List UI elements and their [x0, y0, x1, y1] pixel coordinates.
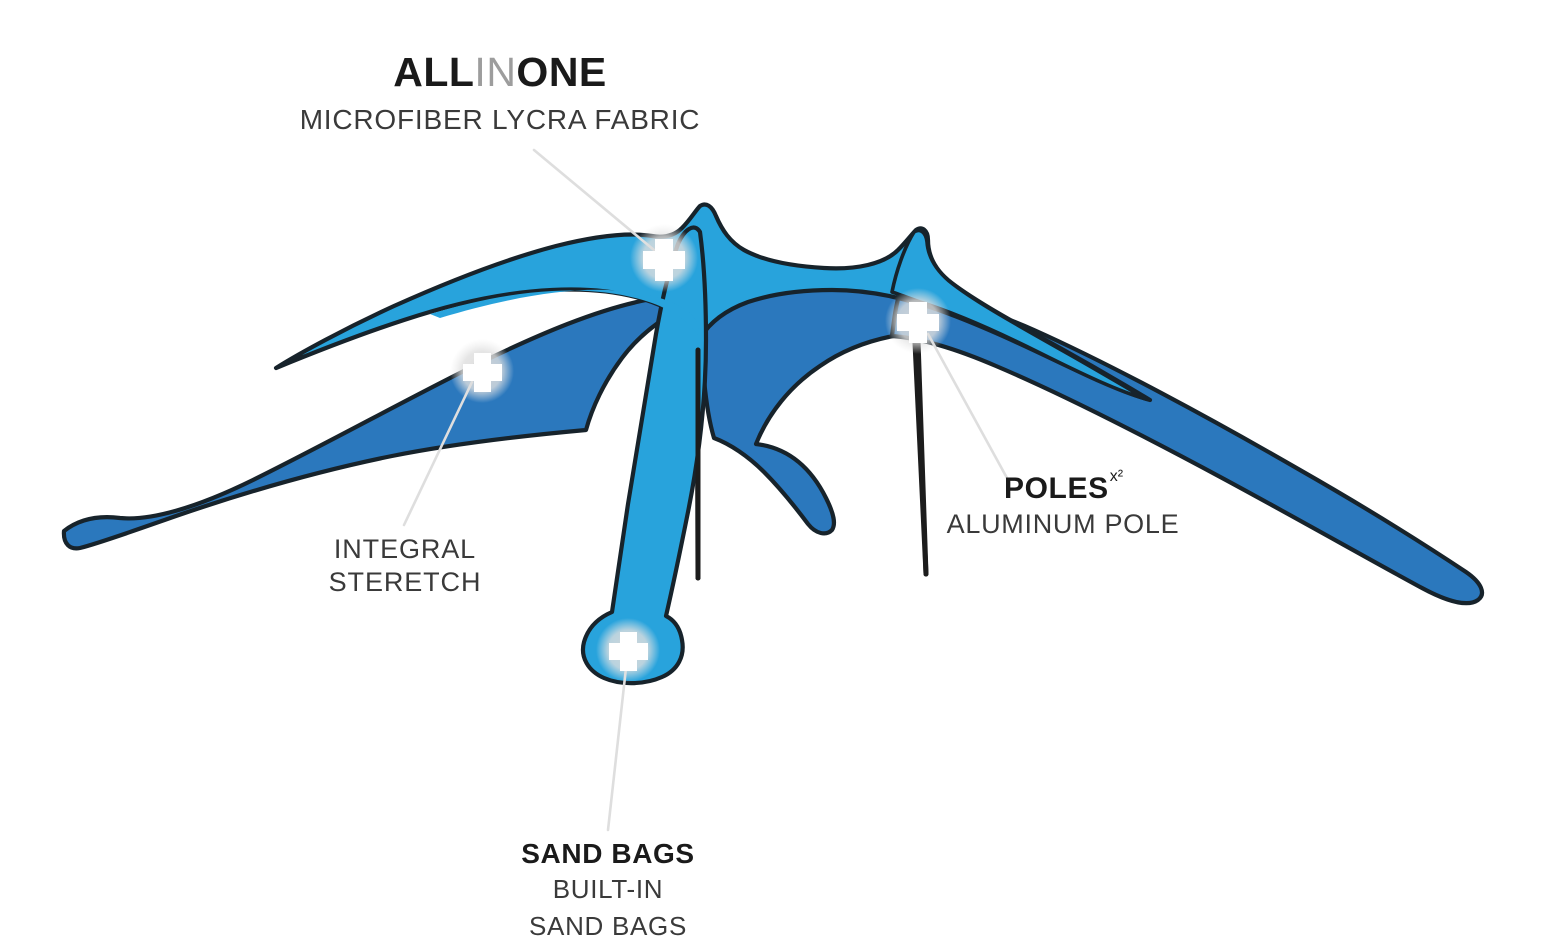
sandbags-leader-line [606, 666, 628, 832]
sandbags-heading: SAND BAGS [521, 838, 695, 869]
callout-sand-bags: SAND BAGS BUILT-IN SAND BAGS [483, 838, 733, 943]
canopy-left-wing-dark [61, 291, 703, 551]
integral-marker[interactable] [450, 339, 514, 403]
canopy-right-sliver-light [890, 228, 1148, 401]
title-part-in: IN [474, 49, 517, 95]
sandbags-marker[interactable] [596, 618, 660, 682]
sandbags-line-1: BUILT-IN [552, 874, 664, 905]
sandbag-leg-light [580, 225, 709, 686]
canopy-right-wing-dark [889, 289, 1485, 606]
canopy-center-rear-panel [697, 278, 909, 536]
plus-markers-group [450, 224, 951, 682]
title-part-all: ALL [393, 49, 475, 95]
integral-leader-line [402, 380, 474, 527]
plus-icon [609, 632, 648, 671]
poles-foreground [695, 337, 929, 581]
callout-fabric: ALLINONE MICROFIBER LYCRA FABRIC [180, 52, 820, 136]
right-pole [909, 277, 929, 577]
fabric-subtitle: MICROFIBER LYCRA FABRIC [299, 104, 701, 135]
title-part-one: ONE [516, 49, 607, 95]
callout-poles: POLESx² ALUMINUM POLE [943, 468, 1183, 539]
sandbags-line-2: SAND BAGS [528, 911, 687, 942]
poles-superscript: x² [1109, 468, 1124, 485]
right-pole-fore [915, 337, 929, 577]
poles-heading-text: POLES [1003, 472, 1109, 505]
integral-line-2: STERETCH [328, 567, 482, 598]
fabric-leader-line [532, 148, 656, 252]
poles-subtitle: ALUMINUM POLE [946, 508, 1180, 539]
poles-marker[interactable] [885, 288, 951, 354]
aluminum-poles-group [694, 265, 929, 581]
canopy-front-light [273, 202, 1153, 403]
plus-icon [897, 302, 939, 343]
plus-icon [463, 353, 502, 392]
canopy-left-lobe-accent [430, 289, 700, 338]
callout-integral-stretch: INTEGRAL STERETCH [275, 533, 535, 599]
leader-lines-group [402, 148, 1009, 832]
page-title: ALLINONE [180, 52, 820, 93]
integral-line-1: INTEGRAL [333, 534, 477, 564]
poles-heading: POLESx² [1003, 468, 1123, 506]
fabric-marker[interactable] [630, 224, 698, 292]
poles-leader-line [926, 332, 1009, 480]
plus-icon [643, 239, 685, 281]
left-pole [694, 265, 701, 581]
